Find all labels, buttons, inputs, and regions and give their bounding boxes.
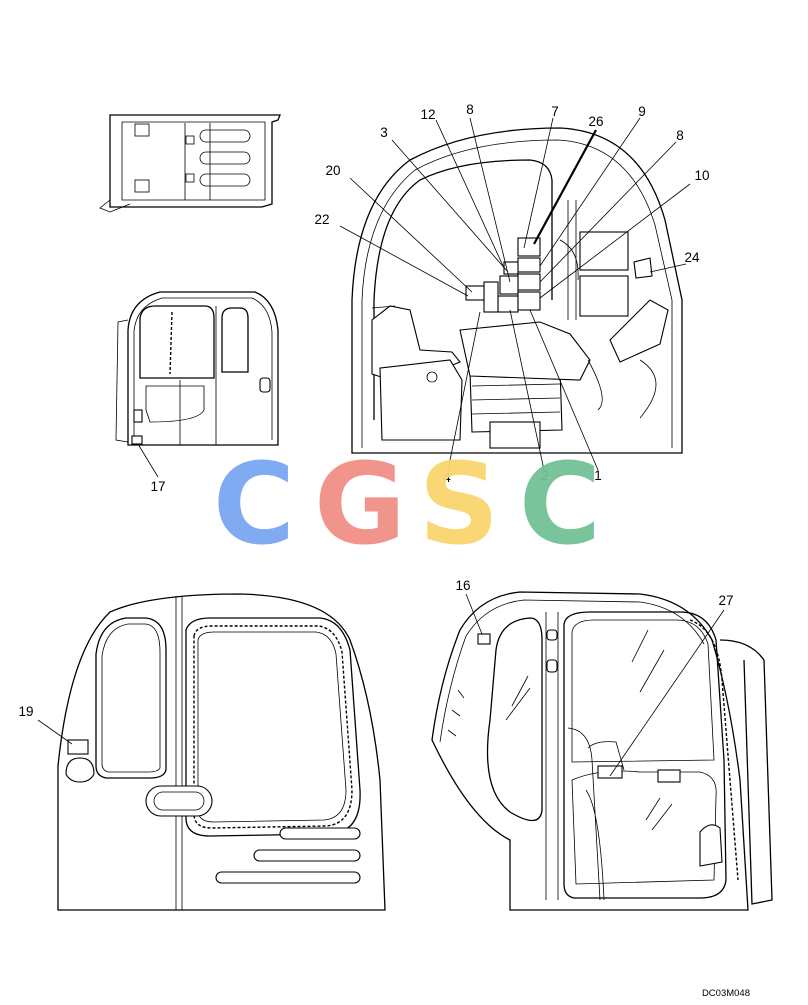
callout-19: 19: [18, 704, 33, 719]
callout-7: 7: [551, 104, 559, 119]
callout-22: 22: [314, 212, 329, 227]
cab-door-interior-view: [431, 591, 773, 911]
callout-20: 20: [325, 163, 340, 178]
callout-26: 26: [588, 114, 603, 129]
callout-3: 3: [380, 125, 388, 140]
cab-side-view: [115, 291, 279, 478]
callout-24: 24: [684, 250, 700, 265]
cgsc-watermark: C G S C: [213, 440, 601, 570]
callout-17: 17: [150, 479, 165, 494]
interior-leader-lines: [339, 117, 691, 471]
cab-interior-view: [351, 127, 683, 454]
watermark-letter-g: G: [314, 440, 406, 570]
callout-labels: 1 2 3 4 7 8 8 9 10 12 16 17 19 20 22 24 …: [18, 102, 733, 719]
cab-rear-panel-view: [37, 593, 386, 911]
callout-9: 9: [638, 104, 646, 119]
watermark-letter-s: S: [419, 440, 500, 570]
cab-roof-top-view: [99, 114, 281, 213]
callout-10: 10: [694, 168, 709, 183]
callout-8-upper: 8: [466, 102, 474, 117]
callout-16: 16: [455, 578, 470, 593]
callout-12: 12: [420, 107, 435, 122]
drawing-reference: DC03M048: [702, 988, 750, 999]
watermark-letter-c1: C: [213, 440, 295, 570]
callout-8-right: 8: [676, 128, 684, 143]
callout-1: 1: [594, 468, 602, 483]
watermark-letter-c2: C: [519, 440, 601, 570]
callout-4: 4: [443, 470, 451, 485]
callout-2: 2: [541, 468, 549, 483]
callout-27: 27: [718, 593, 733, 608]
